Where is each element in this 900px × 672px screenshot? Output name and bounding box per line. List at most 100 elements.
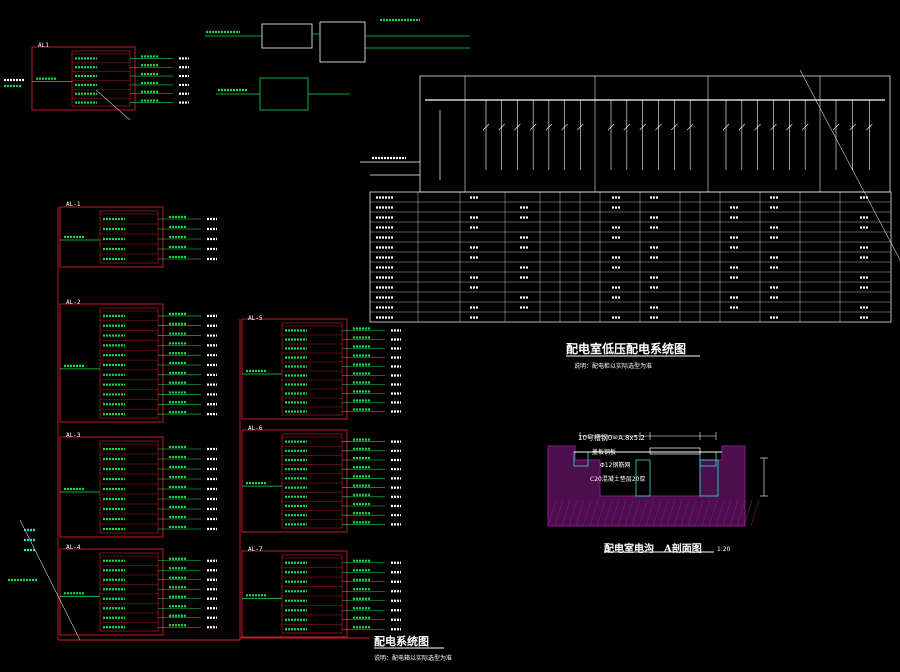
breaker-column xyxy=(281,554,343,634)
breaker-column xyxy=(281,322,343,416)
breaker-symbol xyxy=(623,123,631,131)
section-hatch xyxy=(617,499,627,527)
isolator-box xyxy=(259,77,309,111)
lv-system-title: 配电室低压配电系统图 xyxy=(566,342,687,356)
trench-scale-label: 1:20 xyxy=(717,546,731,553)
panel-outline xyxy=(59,436,164,538)
breaker-symbol xyxy=(498,123,505,131)
breaker-symbol xyxy=(722,123,730,131)
breaker-symbol xyxy=(801,123,809,131)
panel-label-left-4: AL-4 xyxy=(66,544,81,551)
section-concrete xyxy=(547,445,746,527)
panel-box xyxy=(31,46,189,111)
trench-callout-cover: 10号槽钢0∞A.8x5.2 xyxy=(578,434,645,442)
cover-plate-detail xyxy=(649,447,701,455)
section-hatch xyxy=(631,499,641,527)
panel-label-right-1: AL-5 xyxy=(248,315,263,322)
panel-outline xyxy=(59,548,164,636)
distribution-diagram xyxy=(4,18,900,649)
trench-wall-left xyxy=(635,459,651,497)
breaker-symbol xyxy=(545,123,553,131)
section-hatch xyxy=(589,499,599,527)
breaker-symbol xyxy=(607,123,615,131)
panel-label-right-2: AL-6 xyxy=(248,425,263,432)
panel-box xyxy=(241,429,401,533)
trench-callout-concrete: C20混凝土垫层20厚 xyxy=(590,476,646,483)
breaker-symbol xyxy=(514,123,521,131)
distribution-system-note: 说明：配电箱以实际选型为准 xyxy=(374,655,453,662)
section-hatch xyxy=(743,499,753,527)
panel-box xyxy=(59,303,217,423)
section-hatch xyxy=(596,499,606,527)
breaker-symbol xyxy=(577,123,584,131)
breaker-column xyxy=(99,307,159,419)
breaker-column xyxy=(99,552,159,632)
breaker-column xyxy=(281,433,343,529)
section-hatch xyxy=(659,499,669,527)
section-hatch xyxy=(610,499,620,527)
leader-right xyxy=(799,69,900,261)
section-hatch xyxy=(736,499,746,527)
breaker-symbol xyxy=(786,123,793,131)
section-hatch xyxy=(582,499,592,527)
panel-box xyxy=(59,548,217,636)
panel-box xyxy=(59,436,217,538)
trench-wall-right xyxy=(699,459,719,497)
breaker-symbol xyxy=(770,123,777,131)
section-hatch xyxy=(729,499,739,527)
breaker-column xyxy=(99,210,159,264)
panel-outline xyxy=(241,318,348,420)
breaker-symbol xyxy=(671,123,678,131)
section-hatch xyxy=(575,499,585,527)
panel-outline xyxy=(241,550,348,638)
trench-section-drawing xyxy=(547,432,768,553)
section-hatch xyxy=(701,499,711,527)
section-hatch xyxy=(694,499,704,527)
section-hatch xyxy=(722,499,732,527)
section-hatch xyxy=(687,499,697,527)
breaker-symbol xyxy=(655,123,662,131)
section-hatch xyxy=(568,499,578,527)
section-hatch xyxy=(561,499,571,527)
breaker-symbol xyxy=(849,123,856,131)
breaker-symbol xyxy=(866,123,873,131)
section-hatch xyxy=(715,499,725,527)
section-hatch xyxy=(673,499,683,527)
cabinet-frame xyxy=(419,75,891,193)
breaker-column xyxy=(99,440,159,534)
breaker-symbol xyxy=(686,123,694,131)
leader-top xyxy=(95,89,131,121)
section-hatch xyxy=(666,499,676,527)
trench-callout-plate: 盖板钢板 xyxy=(592,449,617,456)
trench-callout-rebar: Φ12钢筋网 xyxy=(600,462,631,469)
panel-box xyxy=(59,206,217,268)
panel-label-top-left: AL1 xyxy=(38,42,49,49)
section-hatch xyxy=(645,499,655,527)
section-hatch xyxy=(603,499,613,527)
section-hatch xyxy=(652,499,662,527)
section-hatch xyxy=(680,499,690,527)
breaker-symbol xyxy=(832,123,840,131)
panel-box xyxy=(241,318,401,420)
data-grid xyxy=(369,191,892,323)
breaker-symbol xyxy=(482,123,490,131)
panel-label-left-2: AL-2 xyxy=(66,299,81,306)
panel-outline xyxy=(59,303,164,423)
section-hatch xyxy=(547,499,557,527)
lv-system-table xyxy=(360,75,892,357)
breaker-symbol xyxy=(738,123,746,131)
panel-label-left-1: AL-1 xyxy=(66,201,81,208)
breaker-column xyxy=(71,50,131,107)
lv-system-note: 说明：配电柜以实际选型为准 xyxy=(574,363,653,370)
breaker-symbol xyxy=(639,123,646,131)
section-hatch xyxy=(708,499,718,527)
breaker-symbol xyxy=(754,123,761,131)
section-hatch xyxy=(554,499,564,527)
meter-box xyxy=(261,23,313,49)
section-hatch xyxy=(624,499,634,527)
panel-outline xyxy=(241,429,348,533)
distribution-system-title: 配电系统图 xyxy=(374,635,429,648)
panel-outline xyxy=(31,46,136,111)
breaker-symbol xyxy=(529,123,537,131)
